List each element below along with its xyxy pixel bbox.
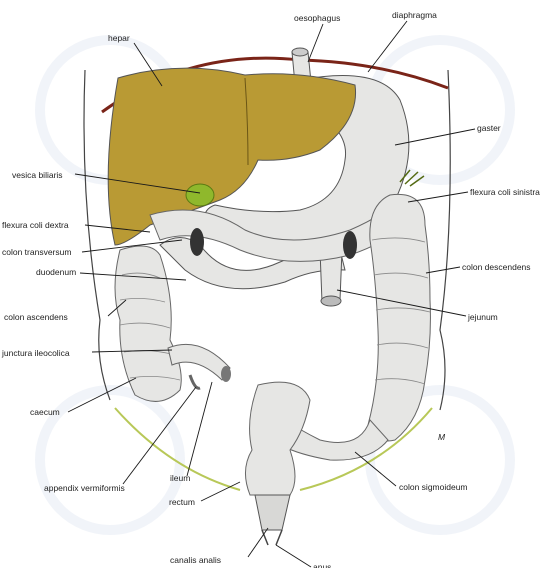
colon-transversum-cut-right — [190, 228, 204, 256]
label-ileum: ileum — [170, 473, 190, 483]
label-colon-descendens: colon descendens — [462, 262, 531, 272]
label-vesica-biliaris: vesica biliaris — [12, 170, 63, 180]
artist-signature: M — [438, 432, 446, 442]
label-duodenum: duodenum — [36, 267, 76, 277]
jejunum-opening — [321, 296, 341, 306]
canalis-analis — [255, 495, 290, 530]
label-colon-sigmoideum: colon sigmoideum — [399, 482, 468, 492]
label-gaster: gaster — [477, 123, 501, 133]
label-canalis-analis: canalis analis — [170, 555, 221, 565]
label-junctura-ileocolica: junctura ileocolica — [1, 348, 70, 358]
colon-descendens — [368, 194, 430, 441]
ileum-opening — [221, 366, 231, 382]
label-flexura-coli-sinistra: flexura coli sinistra — [470, 187, 540, 197]
label-diaphragma: diaphragma — [392, 10, 437, 20]
label-rectum: rectum — [169, 497, 195, 507]
gallbladder — [186, 184, 214, 206]
body-outline-left — [84, 70, 110, 400]
body-outline-right — [440, 70, 450, 410]
oesophagus-opening — [292, 48, 308, 56]
appendix — [190, 375, 200, 388]
label-caecum: caecum — [30, 407, 60, 417]
label-colon-transversum: colon transversum — [2, 247, 71, 257]
label-anus: anus — [313, 562, 331, 568]
label-oesophagus: oesophagus — [294, 13, 340, 23]
label-hepar: hepar — [108, 33, 130, 43]
label-jejunum: jejunum — [467, 312, 498, 322]
colon-transversum-cut-left — [343, 231, 357, 259]
label-colon-ascendens: colon ascendens — [4, 312, 68, 322]
label-appendix-vermiformis: appendix vermiformis — [44, 483, 125, 493]
label-flexura-coli-dextra: flexura coli dextra — [2, 220, 69, 230]
